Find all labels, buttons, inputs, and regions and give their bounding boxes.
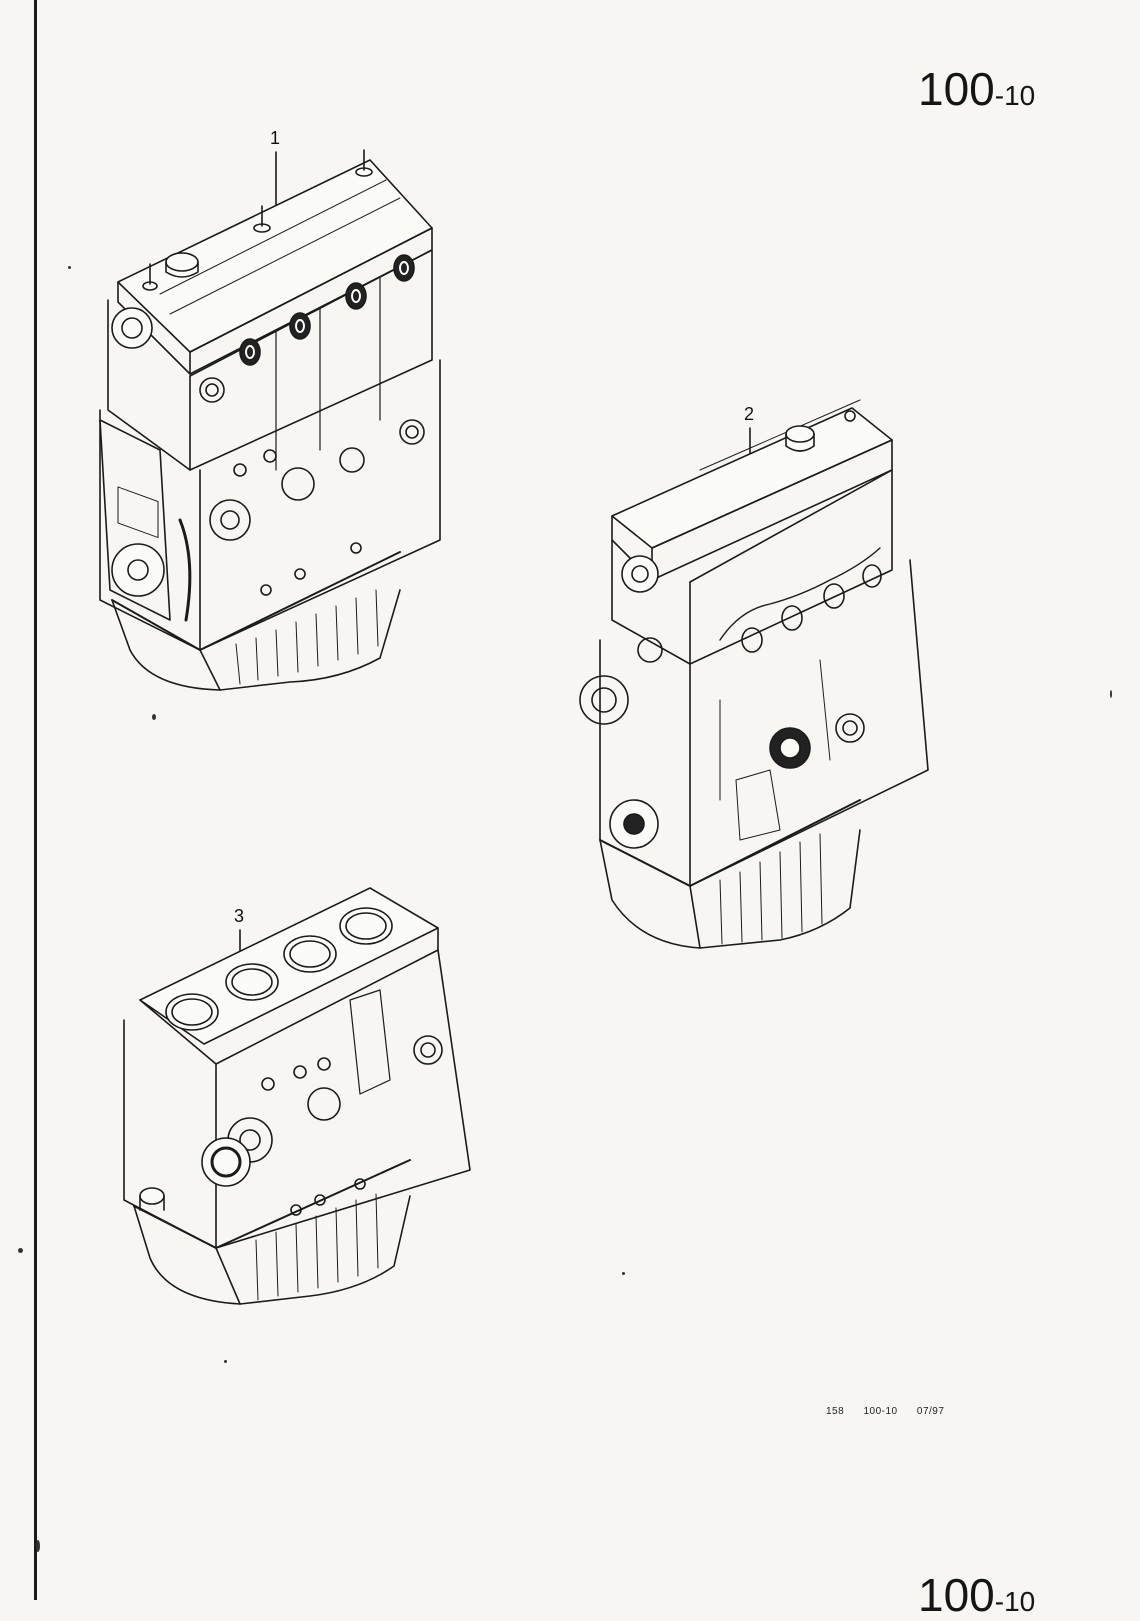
scan-speck <box>68 266 71 269</box>
page-number-sub: -10 <box>994 80 1036 111</box>
scan-speck <box>36 1540 40 1552</box>
footer-code: 158 100-10 07/97 <box>826 1406 960 1417</box>
footer-page: 158 <box>826 1406 845 1417</box>
short-block-3 <box>123 887 471 1305</box>
callout-1: 1 <box>270 128 281 148</box>
footer-section: 100-10 <box>863 1406 898 1417</box>
callout-3: 3 <box>234 906 245 926</box>
footer-date: 07/97 <box>916 1406 945 1417</box>
scan-speck <box>1110 690 1112 698</box>
scan-speck <box>152 714 156 720</box>
callout-2: 2 <box>744 404 755 424</box>
scan-speck <box>622 1272 625 1275</box>
engine-assembly-2 <box>579 399 929 949</box>
page-binding-line <box>34 0 37 1600</box>
scan-speck <box>224 1360 227 1363</box>
scan-speck <box>18 1248 23 1253</box>
engine-assembly-1 <box>99 149 441 691</box>
page-number: 100-10 <box>918 66 1035 112</box>
page-number-main: 100 <box>918 63 995 115</box>
